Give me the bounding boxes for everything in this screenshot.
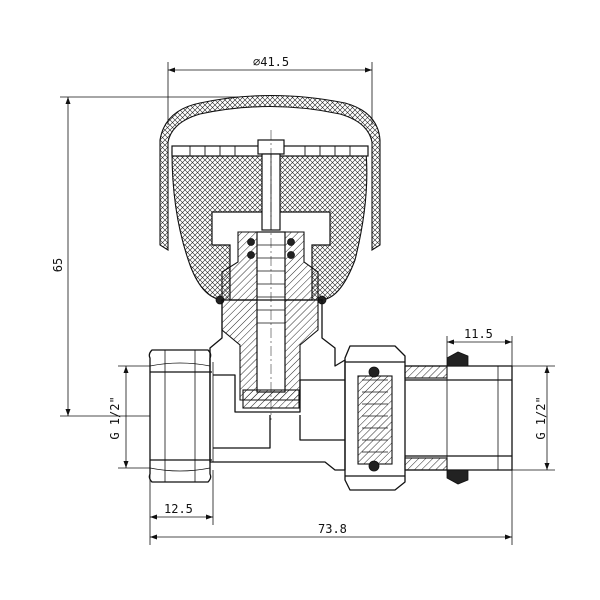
tailpiece (404, 351, 513, 485)
dimension-lines (60, 62, 555, 545)
dimension-outlet-thread: G 1/2" (534, 396, 548, 439)
dimension-inlet-thread: G 1/2" (108, 396, 122, 439)
dimension-total-height: 65 (51, 258, 65, 272)
union-nut (344, 345, 406, 491)
dimension-head-diameter: ⌀41.5 (253, 55, 289, 69)
dimension-inlet-length: 12.5 (164, 502, 193, 516)
inlet-hex-nut (148, 349, 212, 483)
valve-body (209, 299, 346, 471)
dimension-union-length: 11.5 (464, 327, 493, 341)
dimension-total-length: 73.8 (318, 522, 347, 536)
